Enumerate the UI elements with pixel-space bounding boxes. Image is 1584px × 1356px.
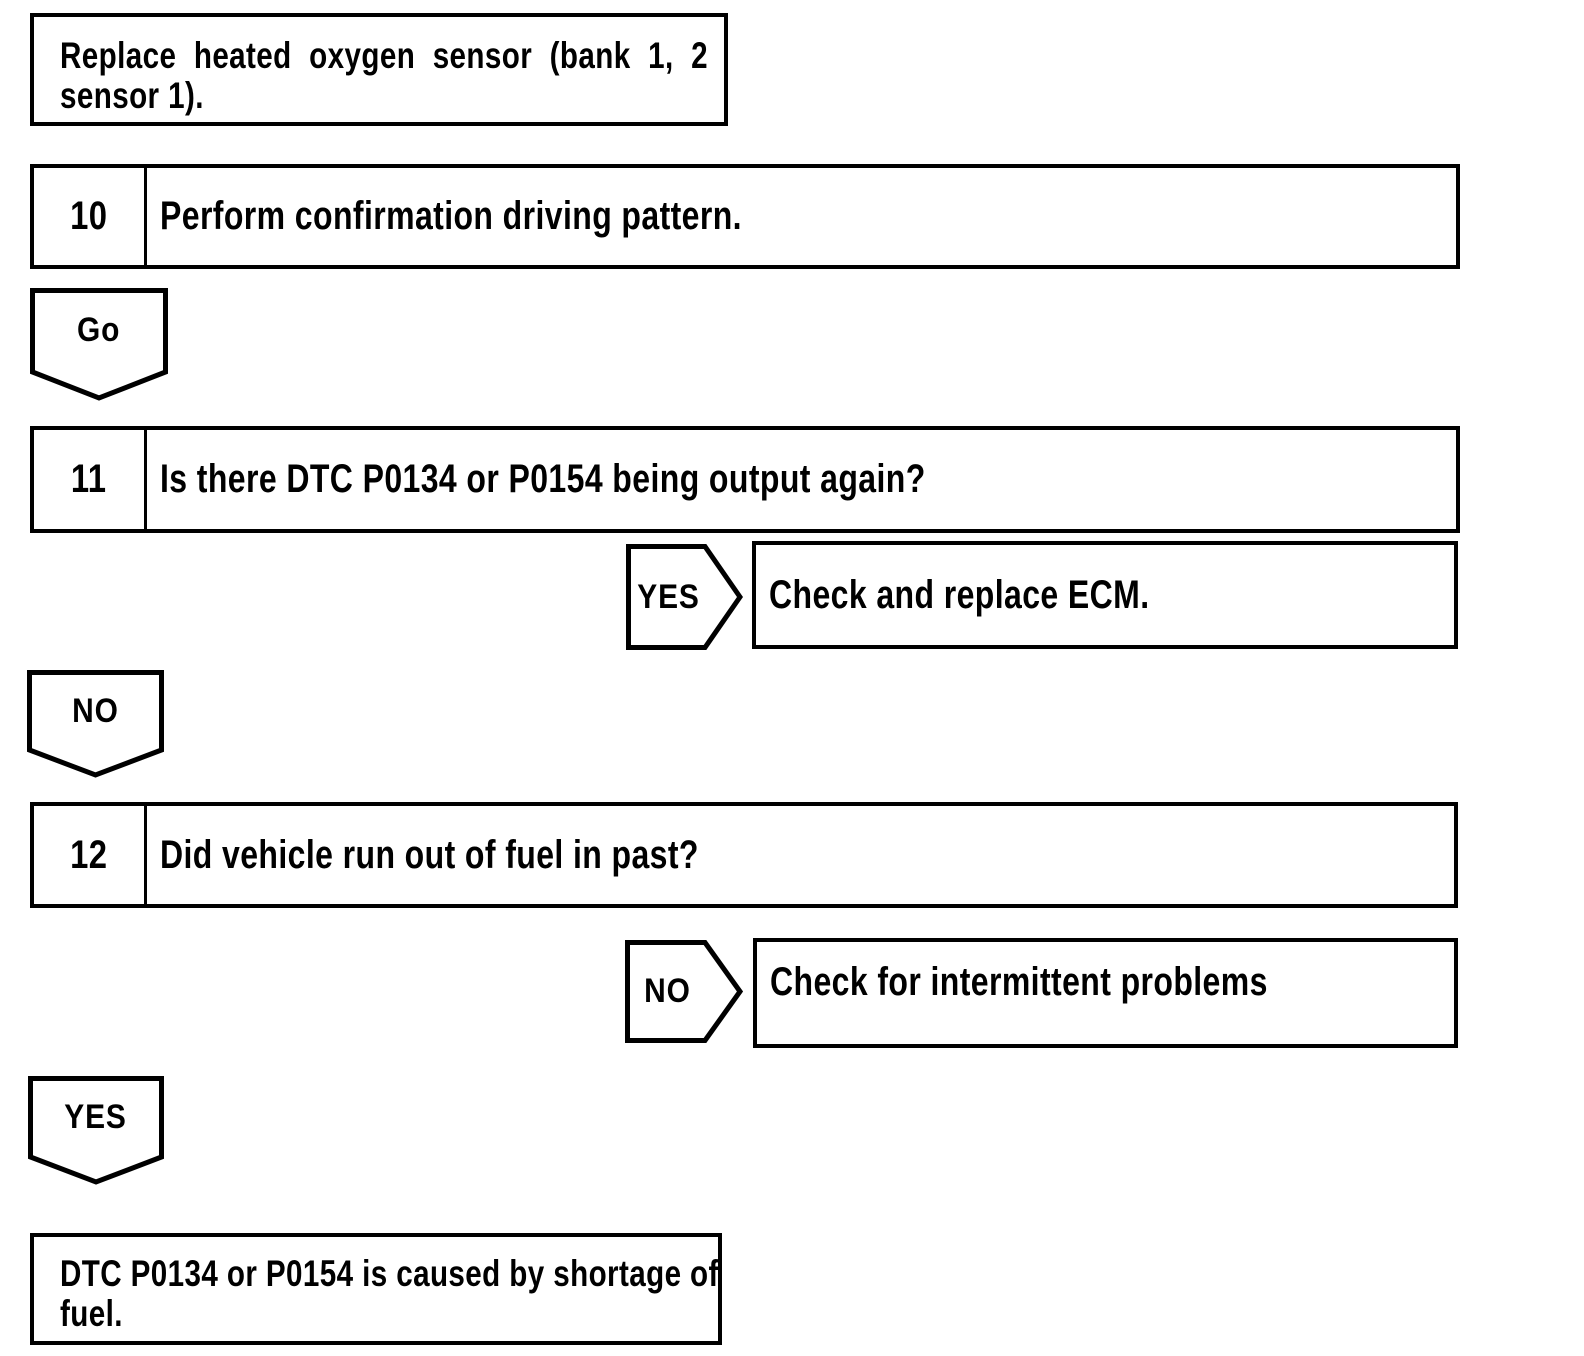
step-number: 10: [70, 194, 108, 238]
node-text-line1: DTC P0134 or P0154 is caused by shortage…: [60, 1253, 719, 1294]
right-pentagon-shape: [626, 544, 743, 650]
node-step-11: 11 Is there DTC P0134 or P0154 being out…: [30, 426, 1460, 533]
step-number-cell: 11: [34, 430, 147, 529]
step-number: 12: [70, 832, 108, 877]
step-text: Is there DTC P0134 or P0154 being output…: [160, 457, 926, 501]
go-connector: Go: [30, 288, 168, 401]
down-pentagon-shape: [28, 1076, 164, 1185]
no-connector-label: NO: [72, 691, 119, 730]
step-text: Perform confirmation driving pattern.: [160, 194, 742, 238]
no-connector: NO: [27, 670, 164, 778]
down-pentagon-shape: [27, 670, 164, 778]
node-check-replace-ecm: Check and replace ECM.: [752, 541, 1458, 649]
node-text-line1: Replace heated oxygen sensor (bank 1, 2: [60, 35, 708, 76]
node-step-10: 10 Perform confirmation driving pattern.: [30, 164, 1460, 269]
step-text-cell: Is there DTC P0134 or P0154 being output…: [147, 430, 1456, 529]
node-shortage-of-fuel: DTC P0134 or P0154 is caused by shortage…: [30, 1233, 722, 1345]
node-check-intermittent-problems: Check for intermittent problems: [753, 938, 1458, 1048]
yes-connector: YES: [28, 1076, 164, 1185]
yes-branch-connector: YES: [626, 544, 743, 650]
node-replace-oxygen-sensor: Replace heated oxygen sensor (bank 1, 2 …: [30, 13, 728, 126]
node-step-12: 12 Did vehicle run out of fuel in past?: [30, 802, 1458, 908]
step-number-cell: 12: [34, 806, 147, 904]
yes-connector-label: YES: [64, 1097, 128, 1136]
no-branch-label: NO: [644, 972, 691, 1010]
step-number: 11: [71, 457, 107, 501]
right-pentagon-shape: [625, 940, 743, 1043]
down-pentagon-shape: [30, 288, 168, 401]
action-text: Check for intermittent problems: [770, 960, 1268, 1004]
step-number-cell: 10: [34, 168, 147, 265]
node-text-line2: fuel.: [60, 1293, 123, 1334]
yes-branch-label: YES: [636, 577, 700, 616]
node-text-line2: sensor 1).: [60, 75, 204, 116]
no-branch-connector: NO: [625, 940, 743, 1043]
step-text-cell: Did vehicle run out of fuel in past?: [147, 806, 1454, 904]
step-text-cell: Perform confirmation driving pattern.: [147, 168, 1456, 265]
step-text: Did vehicle run out of fuel in past?: [160, 832, 699, 877]
go-connector-label: Go: [77, 311, 121, 350]
action-text: Check and replace ECM.: [769, 572, 1150, 617]
